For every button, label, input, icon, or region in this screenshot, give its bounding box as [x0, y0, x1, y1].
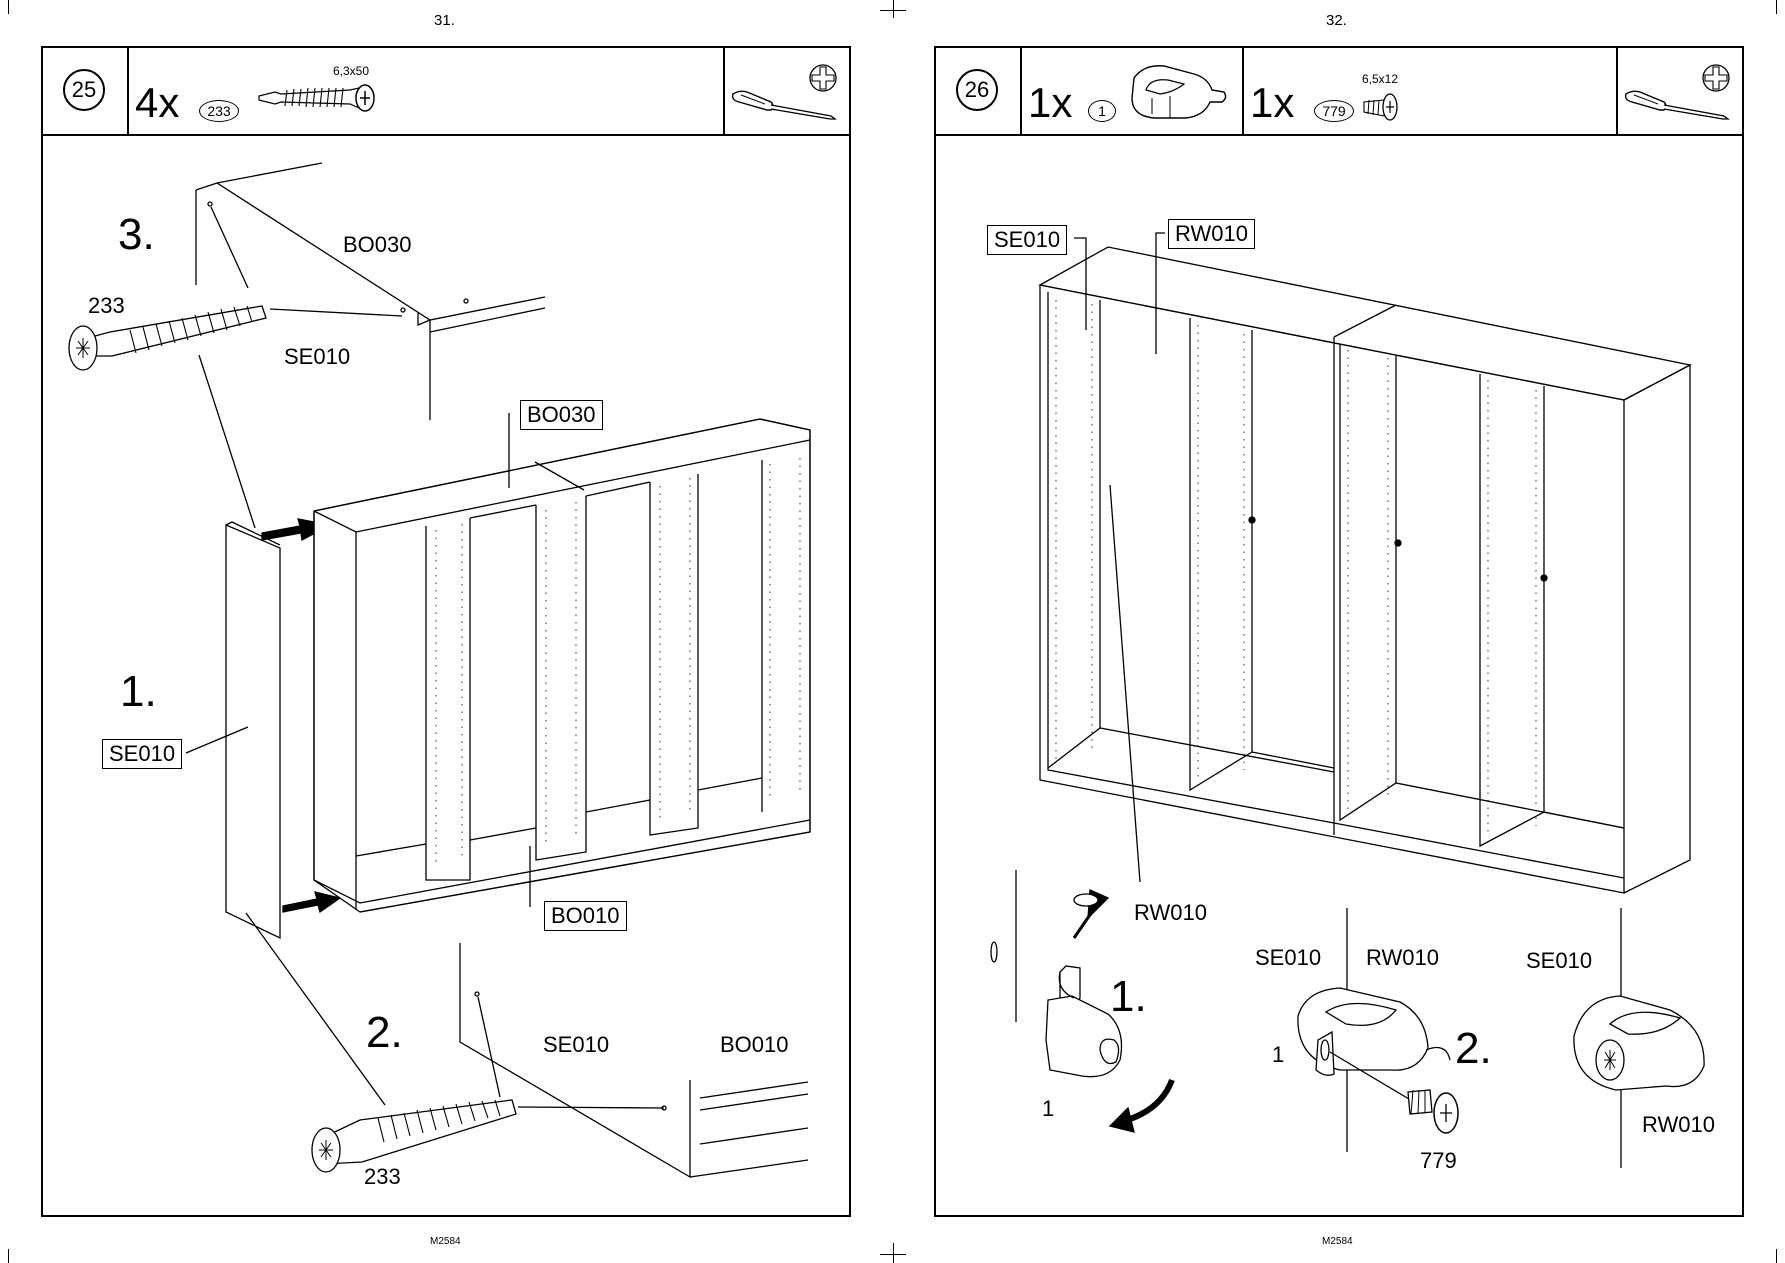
- crop-mark: [8, 0, 9, 14]
- screw-233-label: 233: [88, 293, 125, 318]
- se010-label: SE010: [284, 344, 351, 369]
- step-cell: 25: [43, 48, 129, 134]
- step-2-label: 2.: [1455, 1024, 1492, 1073]
- part-spec: 6,5x12: [1362, 72, 1399, 86]
- bo010-detail-label: BO010: [720, 1032, 789, 1057]
- document-code: M2584: [430, 1236, 461, 1247]
- part-id-badge: 233: [199, 100, 239, 122]
- se010-detail-label: SE010: [1255, 945, 1322, 970]
- se010-callout: SE010: [987, 225, 1068, 255]
- phillips-head-icon: [1702, 64, 1730, 92]
- step-1-label: 1.: [1110, 972, 1147, 1021]
- page-number: 32.: [1326, 12, 1347, 29]
- rw010-callout: RW010: [1168, 219, 1255, 249]
- crop-mark: [880, 1254, 906, 1255]
- screw-icon: [1363, 93, 1398, 121]
- page-number: 31.: [434, 12, 455, 29]
- part-quantity: 4x: [135, 79, 180, 126]
- parts-header: 25 4x 233 6,3x50: [43, 48, 849, 136]
- parts-cell: 1x 1: [1022, 48, 1244, 134]
- rw010-detail-label: RW010: [1134, 900, 1207, 925]
- crop-mark: [893, 0, 894, 18]
- screw-icon: [311, 1099, 517, 1173]
- bo030-callout: BO030: [520, 400, 603, 430]
- tool-cell: [725, 48, 849, 134]
- part-id-badge: 779: [1314, 100, 1354, 122]
- step-number: 26: [956, 69, 998, 111]
- step-number: 25: [63, 69, 105, 111]
- se010-detail-label: SE010: [543, 1032, 610, 1057]
- part-1-label: 1: [1272, 1042, 1285, 1067]
- screw-779-label: 779: [1420, 1148, 1457, 1173]
- crop-mark: [1776, 1249, 1777, 1263]
- document-code: M2584: [1322, 1236, 1353, 1247]
- bo030-label: BO030: [343, 232, 412, 257]
- crop-mark: [1776, 0, 1777, 14]
- crop-mark: [893, 1243, 894, 1263]
- phillips-head-icon: [809, 64, 837, 92]
- rw010-detail-label: RW010: [1366, 945, 1439, 970]
- screw-233-bottom-label: 233: [364, 1164, 401, 1189]
- step-3-label: 3.: [118, 210, 155, 259]
- step-1-label: 1.: [120, 667, 157, 716]
- screw-icon: [68, 305, 267, 371]
- rw010-detail-label: RW010: [1642, 1112, 1715, 1137]
- se010-detail-label: SE010: [1526, 948, 1593, 973]
- crop-mark: [880, 10, 906, 11]
- part-quantity: 1x: [1250, 79, 1295, 126]
- tool-cell: [1618, 48, 1742, 134]
- parts-header: 26 1x 1 1x 779 6,5x12: [936, 48, 1742, 136]
- se010-callout: SE010: [102, 739, 183, 769]
- part-quantity: 1x: [1028, 79, 1073, 126]
- screwdriver-icon: [731, 90, 837, 120]
- part-spec: 6,3x50: [333, 64, 370, 78]
- parts-cell: 4x 233 6,3x50: [129, 48, 725, 134]
- screw-icon: [258, 84, 375, 112]
- step-cell: 26: [936, 48, 1022, 134]
- part-1-label: 1: [1042, 1096, 1055, 1121]
- bo010-callout: BO010: [544, 901, 627, 931]
- part-id-badge: 1: [1088, 100, 1116, 122]
- step-2-label: 2.: [366, 1008, 403, 1057]
- parts-cell: 1x 779 6,5x12: [1244, 48, 1618, 134]
- crop-mark: [8, 1249, 9, 1263]
- screwdriver-icon: [1624, 90, 1730, 120]
- bracket-icon: [1131, 65, 1227, 119]
